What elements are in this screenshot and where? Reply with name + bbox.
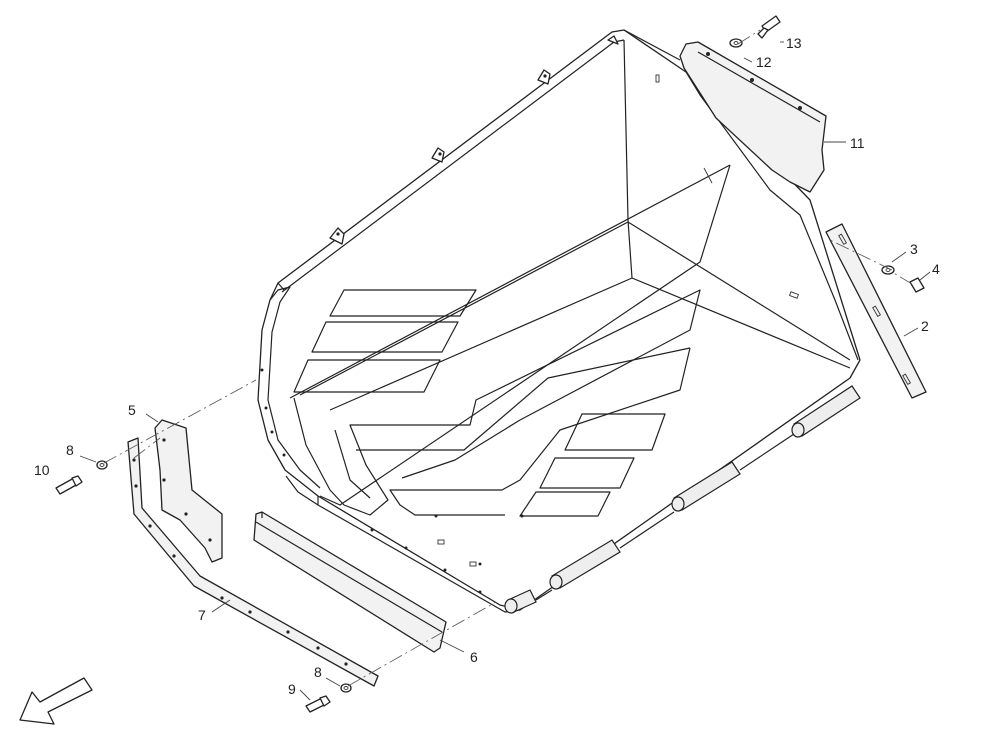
callout-11: 11 [850,135,865,151]
part-7-strip [127,437,379,687]
callout-10: 10 [34,462,50,478]
fasteners [55,15,925,713]
callout-4: 4 [932,261,940,277]
callout-2: 2 [921,318,929,334]
callout-7: 7 [198,607,206,623]
part-5-flap [154,419,223,563]
callout-6: 6 [470,649,478,665]
part-11-bracket [679,41,827,193]
assembly-lines [103,29,913,687]
bottom-rollers [504,385,861,614]
floor-chevron-decals [293,289,701,517]
part-2-strip [825,223,927,399]
callout-8-upper: 8 [66,442,74,458]
callout-9: 9 [288,681,296,697]
part-6-seal [253,511,447,653]
arrow-icon [19,677,93,725]
callout-8-lower: 8 [314,664,322,680]
callout-5: 5 [128,402,136,418]
callout-12: 12 [756,54,772,70]
callout-3: 3 [910,241,918,257]
leader-lines [79,41,931,701]
callout-13: 13 [786,35,802,51]
hopper-body [257,29,861,613]
callout-labels: 13 12 11 3 4 2 5 8 10 7 6 8 9 [34,35,940,697]
